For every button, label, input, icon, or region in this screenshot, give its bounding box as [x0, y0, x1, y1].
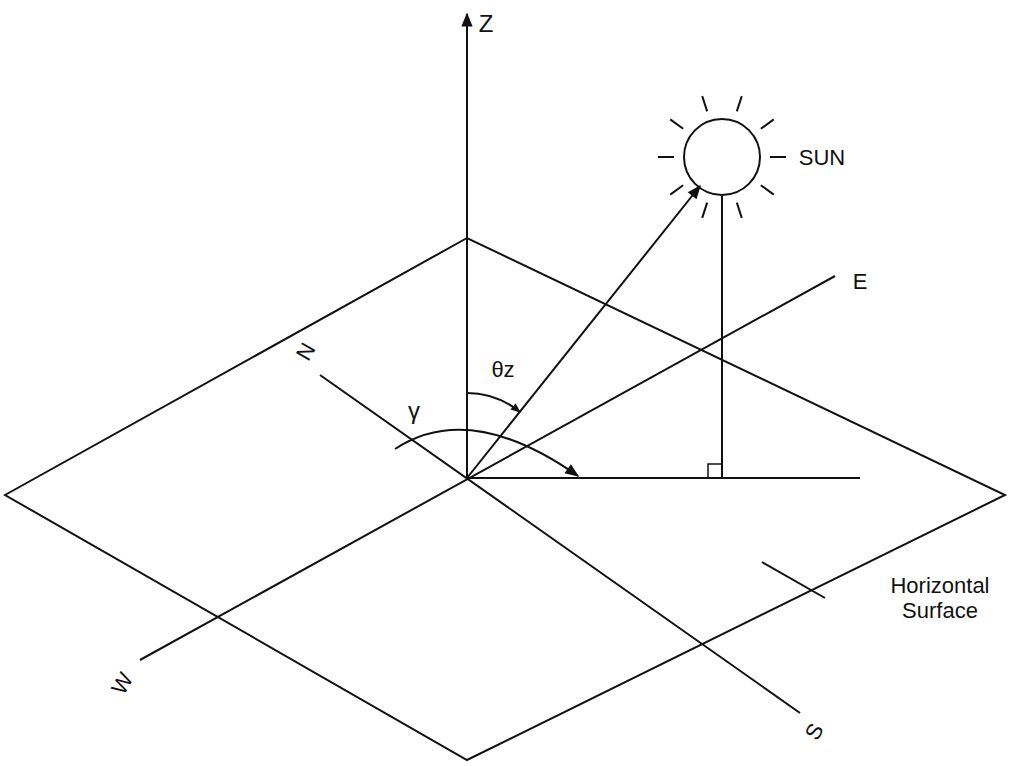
sun-ray [670, 185, 683, 194]
north-south-line [320, 375, 800, 713]
compass-label: N [291, 339, 321, 365]
angle-label: γ [408, 397, 420, 425]
sun-vector [467, 186, 700, 478]
sun-ray [737, 203, 742, 218]
sun-drop-line [721, 196, 723, 478]
sun-ray [737, 96, 742, 111]
compass-label: W [106, 669, 138, 700]
zenith-axis [466, 14, 468, 478]
surface-label: Horizontal Surface [875, 573, 1005, 624]
sun-ray [702, 203, 707, 218]
zenith-angle-arc [467, 393, 520, 412]
west-east-line [140, 276, 835, 660]
sun-ray [770, 156, 786, 158]
horizontal-surface [5, 238, 1005, 760]
sun-ray [761, 185, 774, 194]
right-angle-mark [708, 464, 722, 478]
sun-ray [658, 156, 674, 158]
sun-ray [702, 96, 707, 111]
leader-line [762, 562, 825, 598]
sun-rays [658, 96, 786, 218]
axis-label: Z [479, 10, 494, 38]
sun-ray [761, 119, 774, 128]
angle-label: θz [491, 357, 514, 382]
compass-label: S [799, 719, 828, 744]
azimuth-angle-arc [395, 430, 578, 476]
sun-ray [670, 119, 683, 128]
sun-label: SUN [799, 145, 845, 170]
projection-line [467, 477, 860, 479]
sun-disc [684, 119, 760, 195]
compass-label: E [853, 269, 868, 294]
